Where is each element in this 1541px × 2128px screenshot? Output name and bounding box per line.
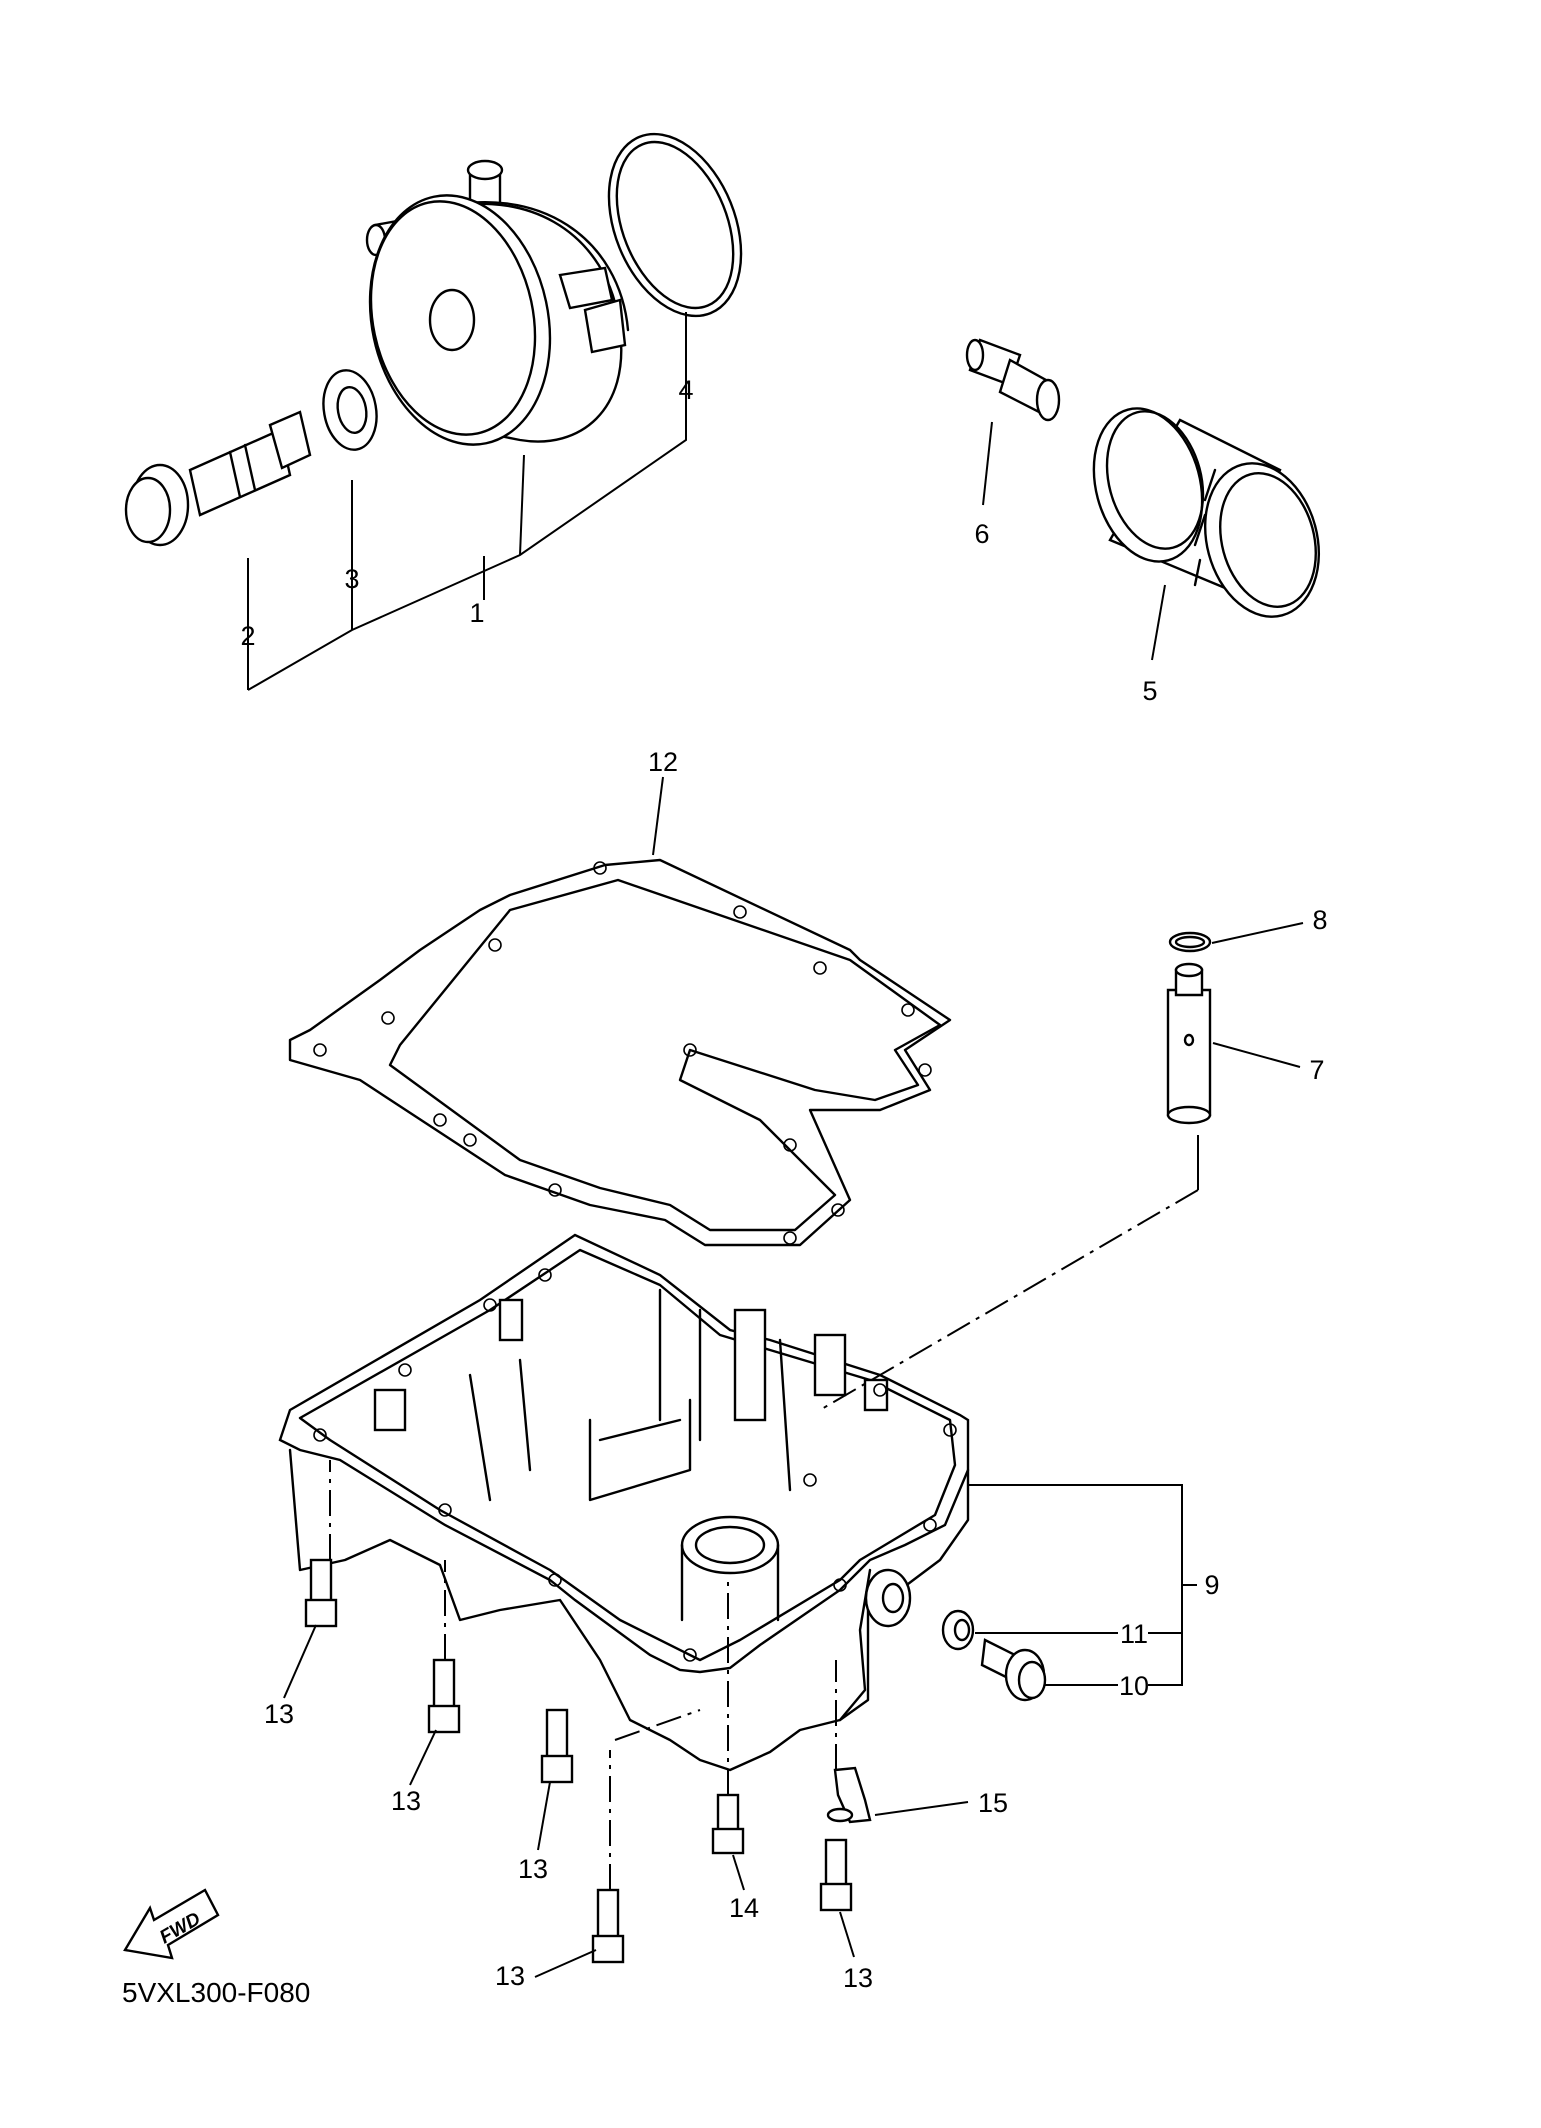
bolt-13-b — [427, 1658, 461, 1734]
oil-cooler — [365, 159, 630, 446]
callout-13-a: 13 — [264, 1699, 294, 1729]
callout-13-b: 13 — [391, 1786, 421, 1816]
bolt-13-e — [819, 1838, 853, 1912]
callout-3: 3 — [344, 564, 359, 594]
leader-lines — [247, 312, 1304, 1978]
oil-filter-5 — [1092, 407, 1321, 618]
callout-6: 6 — [974, 519, 989, 549]
washer-3 — [322, 369, 378, 451]
bolt-13-a — [304, 1558, 338, 1628]
callout-1: 1 — [469, 598, 484, 628]
callout-4: 4 — [678, 375, 693, 405]
callout-14: 14 — [729, 1893, 759, 1923]
o-ring-8 — [1168, 931, 1212, 953]
callout-15: 15 — [978, 1788, 1008, 1818]
callout-8: 8 — [1312, 905, 1327, 935]
washer-11 — [941, 1609, 975, 1651]
bolt-13-d — [591, 1888, 625, 1964]
diagram-code: 5VXL300-F080 — [122, 1977, 310, 2008]
callout-13-c: 13 — [518, 1854, 548, 1884]
drain-bolt-10 — [980, 1638, 1047, 1702]
gasket-12 — [288, 858, 952, 1247]
callout-11: 11 — [1120, 1619, 1148, 1649]
callout-2: 2 — [240, 621, 255, 651]
fwd-arrow: FWD — [123, 1888, 220, 1960]
callout-12: 12 — [648, 747, 678, 777]
bolts — [304, 1558, 853, 1964]
callout-10: 10 — [1119, 1671, 1149, 1701]
oil-pan-9 — [278, 1233, 970, 1772]
callout-9: 9 — [1204, 1570, 1219, 1600]
callout-5: 5 — [1142, 676, 1157, 706]
fitting-6 — [965, 338, 1061, 422]
clamp-15 — [826, 1766, 872, 1824]
callout-13-e: 13 — [843, 1963, 873, 1993]
callouts: 1 2 3 4 5 6 7 8 9 10 11 12 13 13 13 13 1… — [240, 375, 1327, 1993]
union-bolt-2 — [124, 410, 312, 547]
bolt-14 — [711, 1793, 745, 1855]
o-ring-4 — [607, 132, 743, 318]
callout-13-d: 13 — [495, 1961, 525, 1991]
pipe-7 — [1166, 962, 1212, 1125]
callout-7: 7 — [1309, 1055, 1324, 1085]
bolt-13-c — [540, 1708, 574, 1784]
